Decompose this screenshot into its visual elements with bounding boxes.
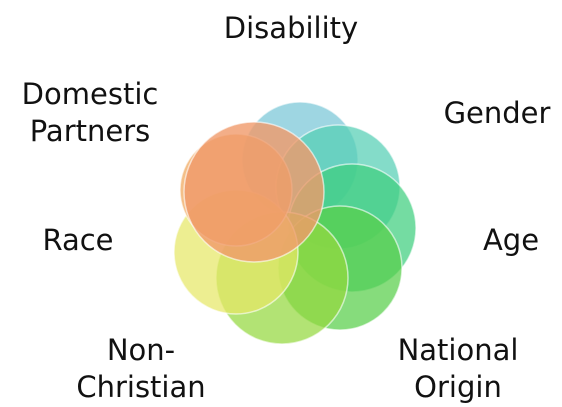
label-age: Age xyxy=(482,223,540,257)
label-domestic-partners: Domestic Partners xyxy=(21,77,159,148)
label-non-christian: Non- Christian xyxy=(76,333,206,404)
label-national-origin: National Origin xyxy=(397,333,519,404)
petal-center-orange xyxy=(183,121,325,263)
petal-group xyxy=(173,101,417,345)
label-race: Race xyxy=(42,223,114,257)
label-gender: Gender xyxy=(443,96,551,130)
label-disability: Disability xyxy=(223,11,359,45)
